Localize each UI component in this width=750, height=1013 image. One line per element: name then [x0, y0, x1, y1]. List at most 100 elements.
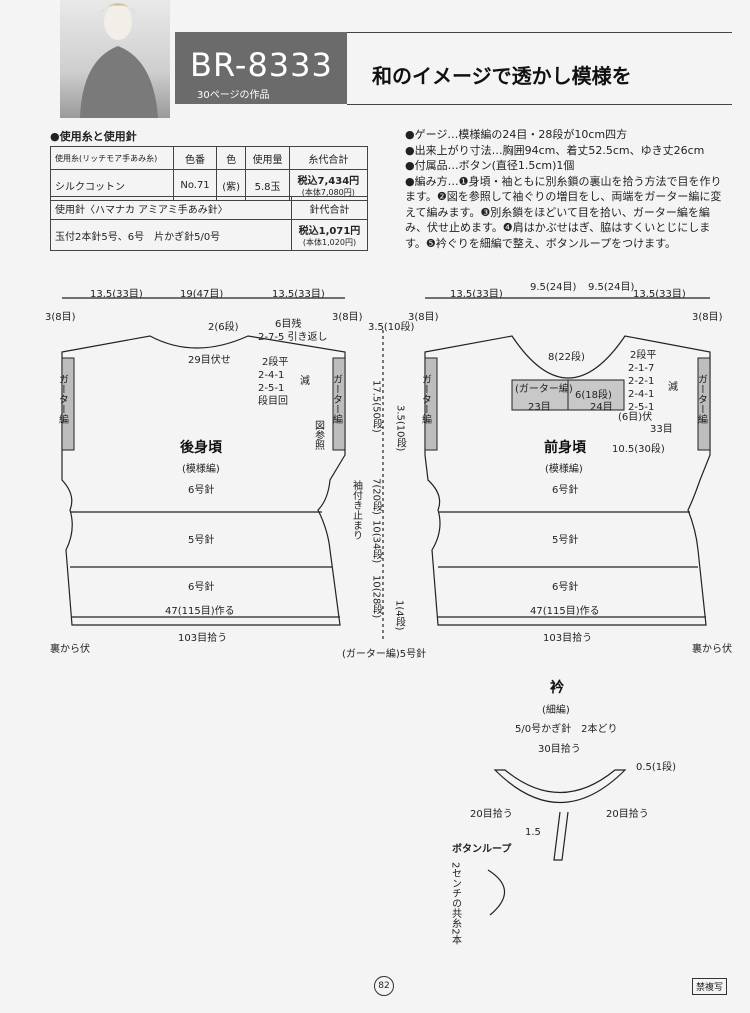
back-needle-mid: 5号針 [188, 533, 214, 546]
needle-header: 使用針〈ハマナカ アミアミ手あみ針〉 [50, 196, 292, 220]
center-dim-0: 3.5(10段) [368, 320, 415, 333]
title-rule-top [347, 32, 732, 33]
back-edge-left: 3(8目) [45, 312, 76, 323]
center-dim-4: 10(34段) [371, 520, 383, 563]
back-dec-label: 減 [300, 374, 310, 387]
color-no-header: 色番 [173, 146, 217, 170]
pattern-page-ref: 30ページの作品 [197, 90, 270, 101]
spec-block: ●ゲージ…模様編の24目・28段が10cm四方 ●出来上がり寸法…胸囲94cm、… [405, 127, 725, 251]
collar-loop-note: 2センチの共糸2本 [450, 862, 462, 946]
front-sts-24: 24目 [590, 402, 613, 413]
page-title: 和のイメージで透かし模様を [372, 64, 632, 88]
collar-needle: 5/0号かぎ針 2本どり [515, 722, 617, 735]
back-edge-right: 3(8目) [332, 312, 363, 323]
front-body-outline [424, 335, 711, 626]
back-dim-left: 13.5(33目) [90, 289, 143, 300]
back-dec-flat: 2段平 [262, 355, 288, 368]
front-needle-bot: 6号針 [552, 580, 578, 593]
needle-list: 玉付2本針5号、6号 片かぎ針5/0号 [50, 219, 292, 251]
back-dim-right: 13.5(33目) [272, 289, 325, 300]
front-placket: (ガーター編) [515, 382, 573, 395]
front-garter-right-label: ガーター編 [696, 374, 708, 424]
collar-sub: (細編) [542, 703, 570, 716]
back-sleeve-stop: 袖付き止まり [351, 479, 363, 540]
back-neck-sts: 29目伏せ [188, 353, 231, 366]
needle-table: 使用針〈ハマナカ アミアミ手あみ針〉 針代合計 玉付2本針5号、6号 片かぎ針5… [50, 196, 368, 251]
loop-detail [487, 869, 506, 916]
back-needle-bot: 6号針 [188, 580, 214, 593]
center-dim-6: 1(4段) [394, 600, 406, 631]
button-loop [553, 811, 569, 861]
back-neck-depth: 2(6段) [208, 320, 239, 333]
yarn-cost: 税込7,434円(本体7,080円) [288, 169, 369, 201]
front-dec-4: 2-5-1 [628, 402, 654, 413]
yarn-cost-header: 糸代合計 [288, 146, 369, 170]
back-name: 後身頃 [180, 439, 223, 456]
needle-cost-base: (本体1,020円) [302, 238, 357, 247]
front-dec-bo: (6目)伏 [618, 410, 652, 423]
back-garter-left [61, 357, 75, 451]
front-side-33: 33目 [650, 424, 673, 435]
front-garter-left [424, 357, 438, 451]
front-pattern: (模様編) [545, 462, 583, 475]
back-needle-top: 6号針 [188, 483, 214, 496]
front-name: 前身頃 [544, 439, 587, 456]
front-dec-1: 2-1-7 [628, 363, 654, 374]
front-dec-flat: 2段平 [630, 348, 656, 361]
front-edge-right: 3(8目) [692, 312, 723, 323]
back-shoulder-rule: 2-7-5 引き返し [258, 331, 327, 343]
back-cast-on: 47(115目)作る [165, 605, 235, 617]
front-dim-c2: 9.5(24目) [588, 282, 635, 293]
collar-top: 30目拾う [538, 742, 581, 755]
center-dim-3: 7(20段) [371, 478, 383, 515]
page-number: 82 [374, 976, 394, 996]
front-garter-right [697, 357, 711, 451]
code-box [175, 32, 347, 104]
front-edge-left: 3(8目) [408, 312, 439, 323]
collar-rows: 0.5(1段) [636, 760, 676, 773]
back-dec-note: 段目回 [258, 394, 288, 407]
front-cast-on: 47(115目)作る [530, 605, 600, 617]
front-placket-rows: 6(18段) [575, 388, 612, 401]
back-dec-1: 2-4-1 [258, 370, 284, 381]
front-dim-right: 13.5(33目) [633, 289, 686, 300]
collar-title: 衿 [550, 679, 565, 696]
spec-gauge: ●ゲージ…模様編の24目・28段が10cm四方 [405, 128, 628, 141]
center-dim-2: 3.5(10段) [395, 405, 407, 452]
back-garter-left-label: ガーター編 [57, 374, 69, 424]
back-dim-center: 19(47目) [180, 289, 223, 300]
front-needle-top: 6号針 [552, 483, 578, 496]
front-garter-left-label: ガーター編 [420, 374, 432, 424]
spec-size: ●出来上がり寸法…胸囲94cm、着丈52.5cm、ゆき丈26cm [405, 143, 705, 157]
front-dec-label: 減 [668, 380, 678, 393]
collar-loop-label: ボタンループ [452, 842, 512, 855]
front-dim-c1: 9.5(24目) [530, 282, 577, 293]
back-shoulder-rem: 6目残 [275, 317, 301, 330]
center-dim-5: 10(28段) [371, 575, 383, 618]
back-dec-2: 2-5-1 [258, 383, 284, 394]
yarn-name: シルクコットン [49, 169, 175, 201]
collar-outline [493, 769, 627, 803]
front-bind-off: 裏から伏 [692, 642, 732, 655]
front-dec-3: 2-4-1 [628, 389, 654, 400]
front-neck-depth: 8(22段) [548, 350, 585, 363]
yarn-table: 使用糸(リッチモア手あみ糸) 色番 色 使用量 糸代合計 シルクコットン No.… [49, 146, 369, 201]
spec-notions: ●付属品…ボタン(直径1.5cm)1個 [405, 159, 575, 172]
needle-cost: 税込1,071円(本体1,020円) [291, 219, 368, 251]
front-dim-left: 13.5(33目) [450, 289, 503, 300]
collar-left: 20目拾う [470, 807, 513, 820]
materials-heading: ●使用糸と使用針 [50, 130, 137, 143]
model-photo-figure [80, 3, 158, 118]
collar-loop-len: 1.5 [525, 827, 541, 838]
front-pickup: 103目拾う [543, 631, 592, 644]
amount: 5.8玉 [245, 169, 290, 201]
front-sts-23: 23目 [528, 402, 551, 413]
garter-bottom: (ガーター編)5号針 [342, 647, 426, 660]
title-rule-bottom [347, 104, 732, 105]
pattern-code: BR-8333 [190, 46, 333, 84]
front-armhole: 10.5(30段) [612, 442, 665, 455]
back-body-outline [61, 335, 346, 626]
yarn-header: 使用糸(リッチモア手あみ糸) [49, 146, 175, 170]
yarn-cost-base: (本体7,080円) [301, 188, 355, 197]
